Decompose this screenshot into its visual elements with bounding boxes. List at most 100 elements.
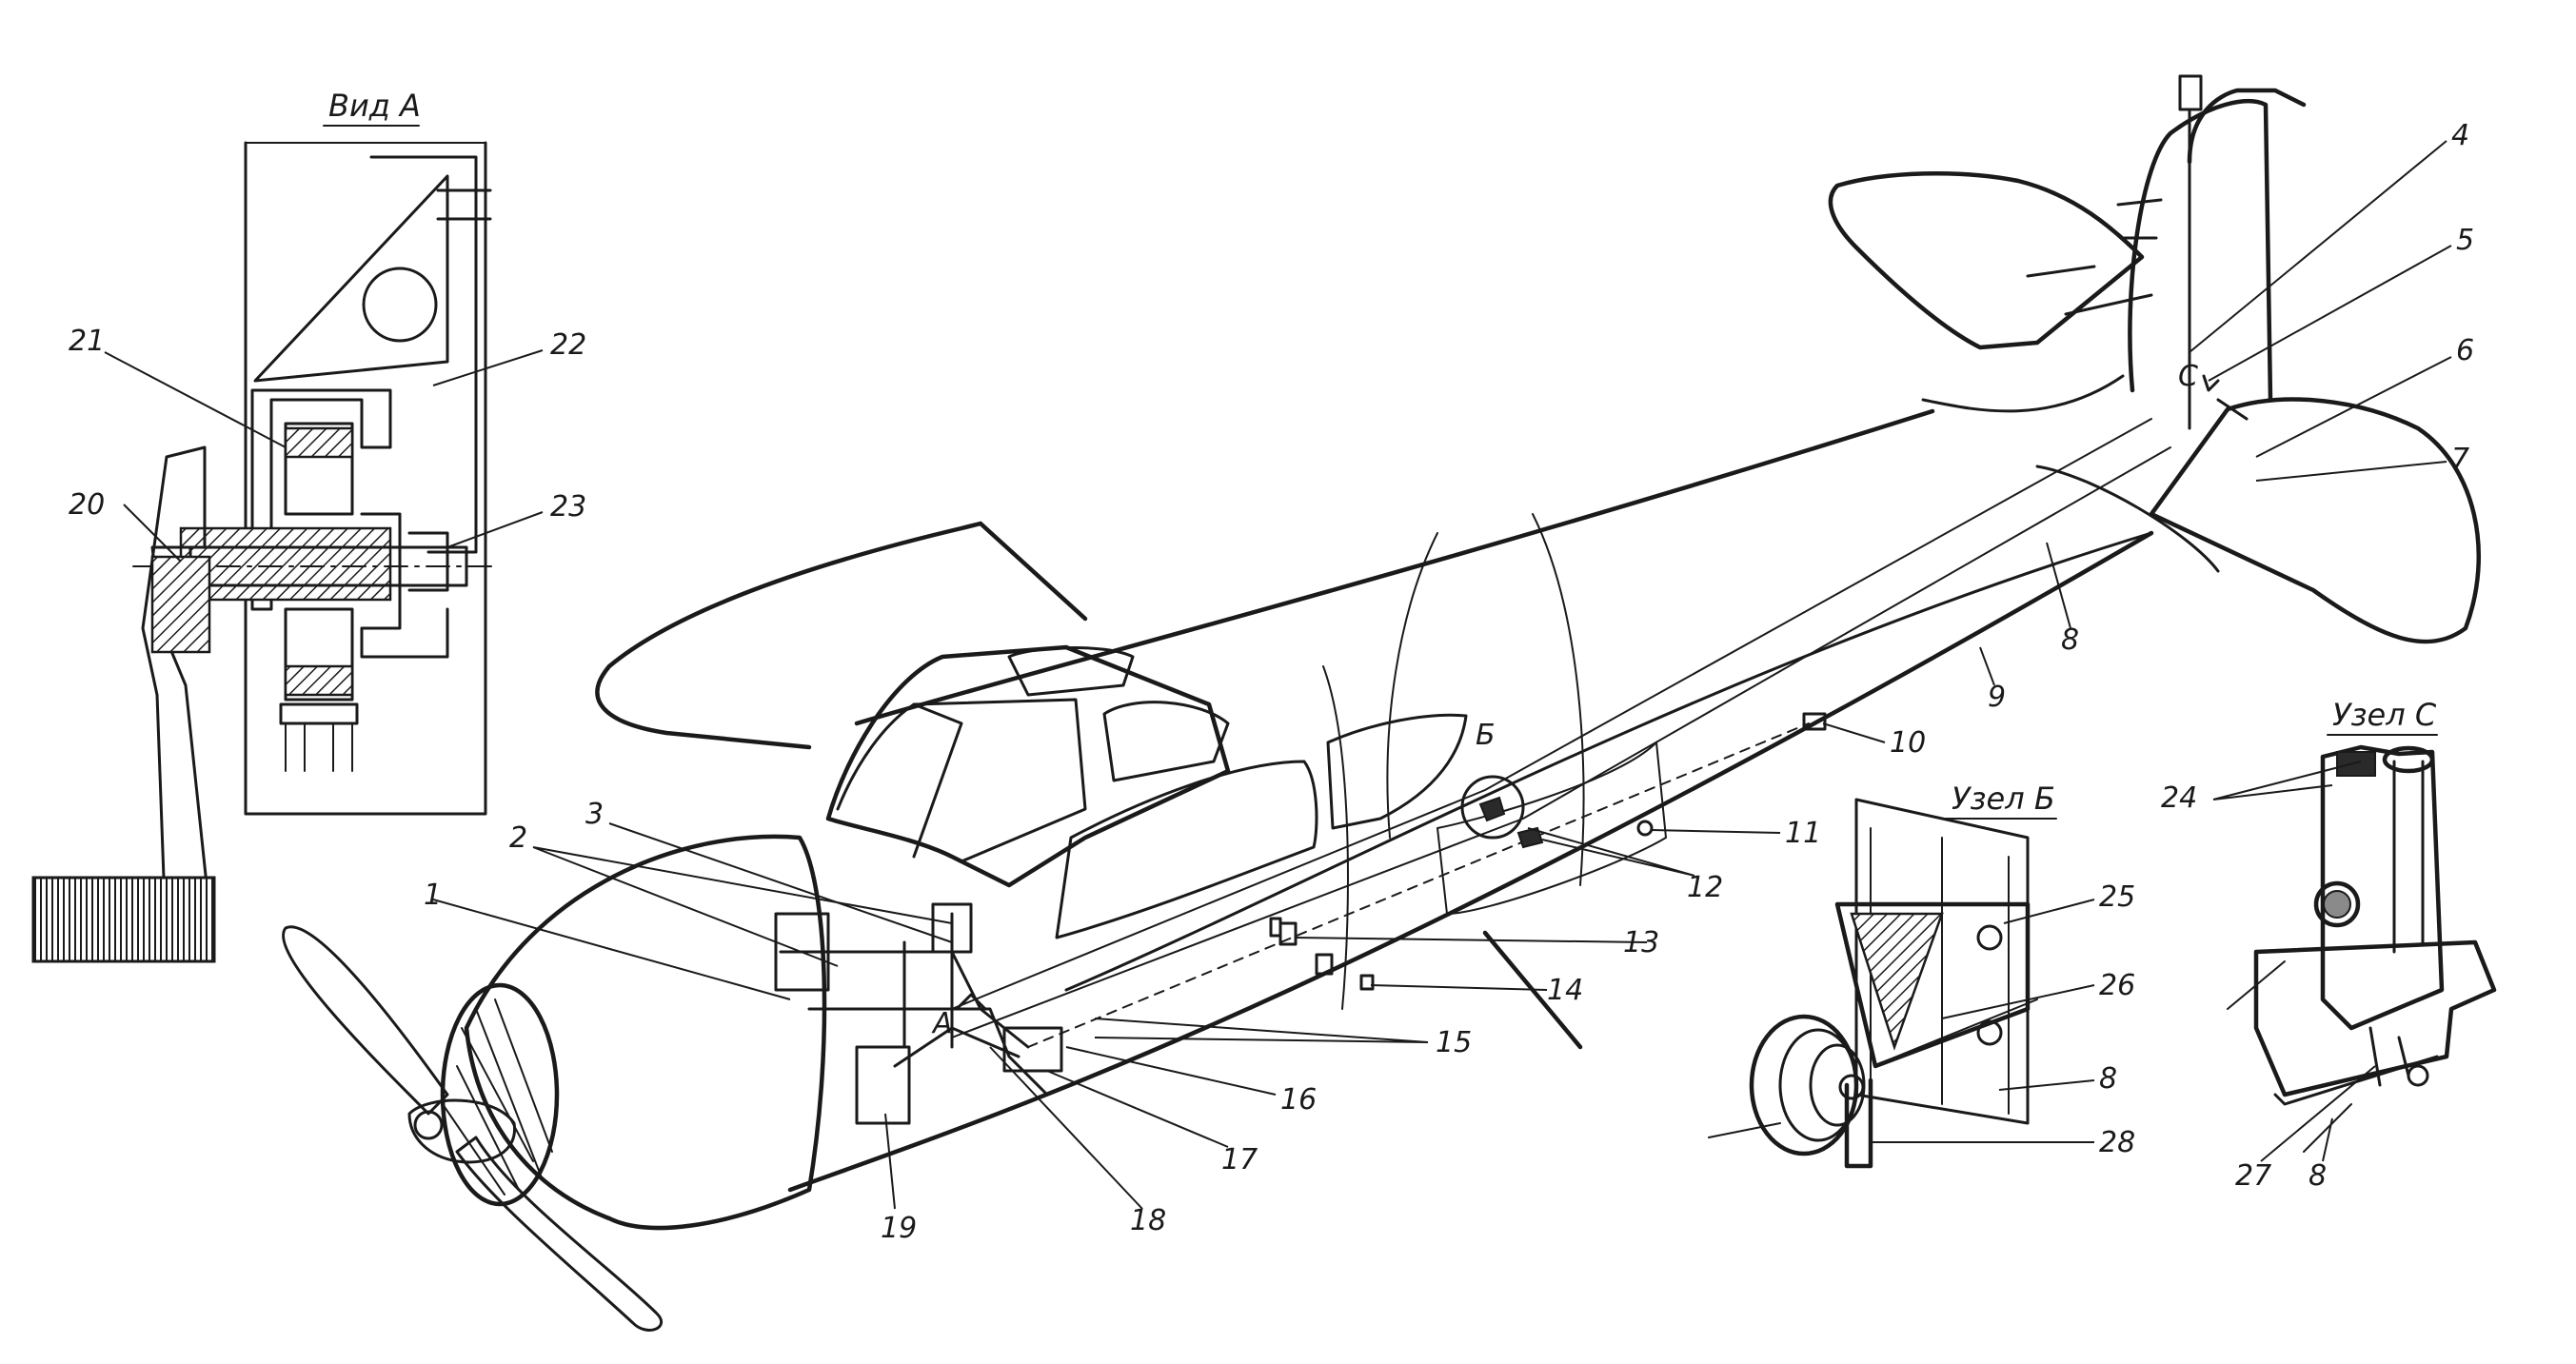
callout-17: 17 [1221, 1143, 1258, 1176]
node-c-base-plate [2253, 939, 2497, 1097]
leader-16 [1065, 1046, 1277, 1096]
leader-7 [2255, 461, 2447, 482]
fitting-14 [1359, 974, 1375, 991]
leader-1 [432, 899, 791, 1000]
callout-23: 23 [550, 490, 586, 524]
cable-run-15 [1027, 722, 1810, 1048]
aircraft: A Б С 1 2 3 4 [282, 74, 2482, 1332]
left-stabilizer [1828, 170, 2145, 350]
view-a-shaft-hub [179, 526, 392, 602]
node-b-bulkhead [1854, 798, 2030, 1125]
leader-10 [1822, 722, 1886, 743]
callout-15: 15 [1436, 1026, 1472, 1059]
fairlead-11 [1636, 820, 1654, 837]
node-c-cable [2227, 960, 2352, 1153]
leader-26 [1941, 984, 2095, 1019]
engine-cowling [464, 834, 827, 1231]
marker-a: A [931, 1007, 953, 1040]
callout-16: 16 [1280, 1083, 1317, 1117]
leader-8c [2322, 1117, 2333, 1162]
tail-bellcrank [2202, 374, 2249, 421]
rear-window [1326, 713, 1468, 830]
view-a-roller-plate [279, 702, 359, 725]
leader-19 [884, 1113, 896, 1210]
callout-11: 11 [1785, 817, 1821, 850]
fitting-13b [1315, 953, 1334, 976]
leader-17 [1046, 1070, 1229, 1148]
node-c-arm [2368, 1026, 2410, 1087]
view-a-arrow [955, 993, 987, 1011]
baggage-door [1437, 741, 1667, 915]
leader-9 [1979, 646, 1995, 686]
callout-5: 5 [2456, 224, 2474, 257]
control-bar-lower [807, 1007, 1049, 1097]
control-yoke-2 [931, 902, 973, 954]
fuselage-mid-line [1064, 531, 2153, 992]
callout-8: 8 [2061, 623, 2079, 657]
node-c-arm-bolt [2407, 1064, 2429, 1087]
leader-4 [2189, 140, 2447, 353]
leader-23 [446, 511, 544, 548]
leader-3 [608, 822, 953, 943]
engine-cylinders [442, 998, 553, 1196]
fuselage-bottom-line [787, 530, 2154, 1193]
callout-1: 1 [424, 879, 442, 912]
view-a-frame-21 [250, 388, 392, 611]
leader-27 [2260, 1065, 2376, 1162]
leader-20 [123, 504, 182, 563]
callout-24: 24 [2161, 781, 2197, 815]
leader-22 [432, 349, 544, 386]
leader-14 [1370, 984, 1548, 991]
leader-13 [1294, 937, 1648, 943]
node-b-inset: Узел Б 25 26 8 28 [1708, 781, 2135, 1169]
view-a-bolt-upper [436, 188, 492, 221]
callout-12: 12 [1687, 871, 1723, 904]
propeller-spinner [407, 1098, 516, 1164]
node-c-lightening-hole [2313, 880, 2361, 928]
leader-25 [2003, 899, 2095, 924]
callout-27: 27 [2235, 1159, 2271, 1193]
callout-20: 20 [69, 488, 105, 522]
callout-14: 14 [1547, 974, 1583, 1007]
view-a-lightening-hole [362, 267, 438, 343]
side-window [1055, 760, 1318, 939]
fin-leading-edge [2187, 88, 2307, 165]
node-b-pulley-a [1478, 796, 1506, 822]
callout-8b: 8 [2099, 1062, 2117, 1096]
tail-control-rods [2026, 198, 2163, 316]
view-a-roller-pins [285, 722, 353, 772]
callout-4: 4 [2451, 119, 2469, 152]
wing-leading-edge [595, 521, 983, 750]
cowling-intake [440, 982, 560, 1207]
marker-b: Б [1476, 719, 1496, 752]
callout-22: 22 [550, 328, 586, 362]
propeller-blade-lower [455, 1136, 664, 1332]
leader-8 [2046, 542, 2071, 629]
leader-12 [1527, 827, 1695, 877]
view-a-crank-hub [150, 555, 211, 654]
callout-3: 3 [585, 798, 604, 831]
node-c-tube-sides [2392, 760, 2425, 954]
view-a-drum-upper [284, 422, 354, 516]
node-b-pulley-groove [1778, 1028, 1858, 1142]
marker-c: С [2178, 360, 2198, 393]
leader-15 [1094, 1018, 1429, 1043]
fin-antenna [2178, 74, 2203, 111]
view-a-collar [407, 531, 449, 592]
roof-window [1102, 701, 1230, 782]
node-b-cable [1708, 998, 2038, 1138]
control-column-posts [902, 912, 954, 1049]
roof-skylight [1007, 646, 1135, 697]
door-frame-front [1322, 665, 1349, 1010]
leader-6 [2255, 356, 2452, 458]
wing-root-line [978, 521, 1088, 622]
view-a-gusset [253, 174, 449, 383]
callout-9: 9 [1988, 681, 2006, 714]
propeller-blade-upper [282, 925, 449, 1116]
node-b-fork [1844, 1077, 1873, 1169]
vertical-fin [2128, 99, 2273, 403]
view-a-drum-lower [284, 607, 354, 702]
callout-8c: 8 [2308, 1159, 2327, 1193]
